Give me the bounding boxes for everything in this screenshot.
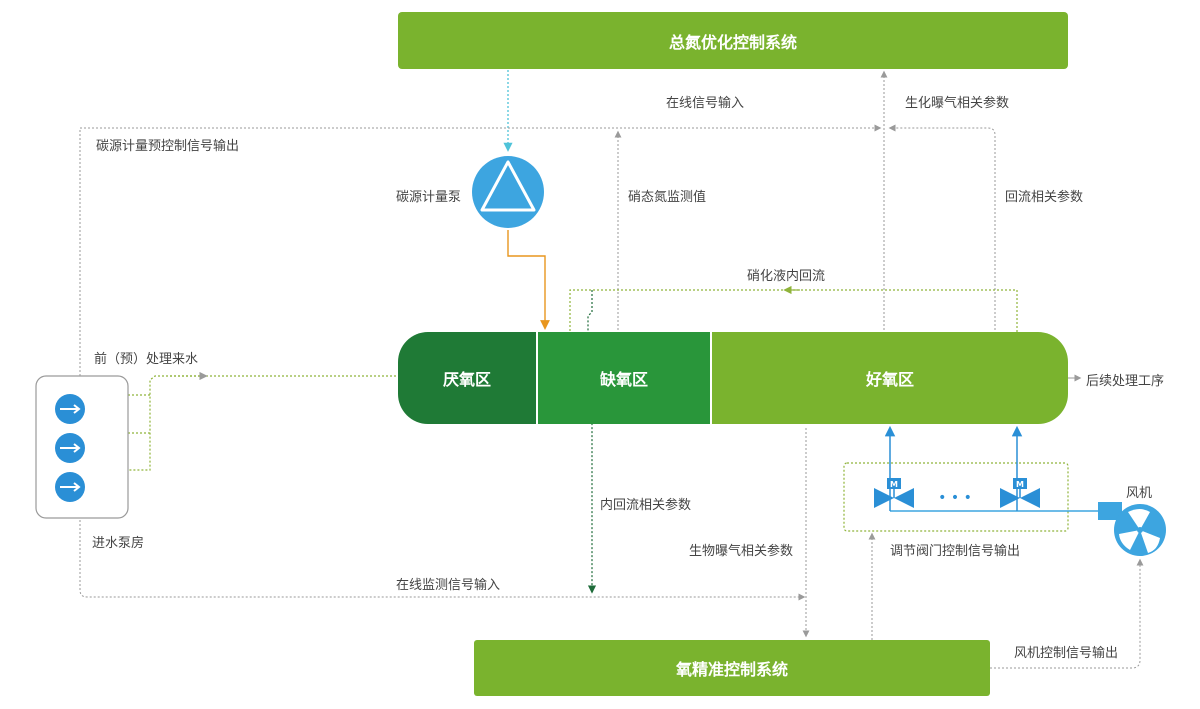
line-carbon-signal-loop (79, 124, 882, 380)
label-fan: 风机 (1126, 486, 1153, 501)
zone-aerobic[interactable]: 好氧区 (712, 332, 1068, 424)
label-fan-control-out: 风机控制信号输出 (1014, 646, 1119, 661)
label-internal-reflux-params: 内回流相关参数 (600, 498, 692, 513)
zone-anoxic[interactable]: 缺氧区 (538, 332, 710, 424)
valve-ellipsis: • • • (938, 490, 972, 506)
label-online-monitor-in: 在线监测信号输入 (396, 578, 501, 593)
inlet-pump-icon[interactable] (55, 394, 85, 424)
inlet-pump-icon[interactable] (55, 433, 85, 463)
label-post-process: 后续处理工序 (1086, 374, 1165, 389)
zone-aerobic-label: 好氧区 (865, 370, 914, 389)
line-reflux-params (888, 124, 996, 330)
label-inlet-pump-house: 进水泵房 (92, 536, 145, 551)
label-pretreated-inflow: 前（预）处理来水 (94, 352, 199, 367)
top-control-system-title: 总氮优化控制系统 (668, 32, 797, 52)
valve-badge: M (890, 480, 898, 489)
line-internal-reflux (569, 289, 1018, 332)
valve-group-box (843, 462, 1069, 532)
carbon-pump-icon[interactable] (472, 156, 544, 228)
zone-anaerobic-label: 厌氧区 (442, 370, 491, 389)
valve-badge: M (1016, 480, 1024, 489)
line-pump-to-anoxic (507, 230, 550, 330)
zone-anaerobic[interactable]: 厌氧区 (398, 332, 536, 424)
fan-icon[interactable] (1098, 502, 1166, 556)
bottom-control-system-title: 氧精准控制系统 (675, 660, 788, 679)
label-carbon-pump: 碳源计量泵 (396, 190, 462, 205)
top-control-system[interactable]: 总氮优化控制系统 (398, 12, 1068, 69)
valve-icon[interactable]: M (1000, 478, 1040, 508)
label-online-signal-in: 在线信号输入 (666, 96, 745, 111)
line-fan-control (990, 558, 1144, 669)
line-pretreated-inflow (108, 375, 396, 471)
label-reflux-params: 回流相关参数 (1005, 190, 1084, 205)
label-bio-aeration-params-top: 生化曝气相关参数 (905, 96, 1010, 111)
valve-icon[interactable]: M (874, 478, 914, 508)
inlet-pump-icon[interactable] (55, 472, 85, 502)
label-bio-aeration-params: 生物曝气相关参数 (689, 544, 794, 559)
label-nitrate-monitor: 硝态氮监测值 (628, 190, 707, 205)
label-valve-control-out: 调节阀门控制信号输出 (890, 544, 1021, 559)
label-carbon-dosing-signal-out: 碳源计量预控制信号输出 (96, 139, 240, 154)
line-internal-reflux-params (587, 290, 597, 594)
label-nitrate-internal-reflux: 硝化液内回流 (747, 269, 826, 284)
line-online-monitor-in (79, 380, 806, 601)
zone-anoxic-label: 缺氧区 (599, 370, 648, 389)
bottom-control-system[interactable]: 氧精准控制系统 (474, 640, 990, 696)
